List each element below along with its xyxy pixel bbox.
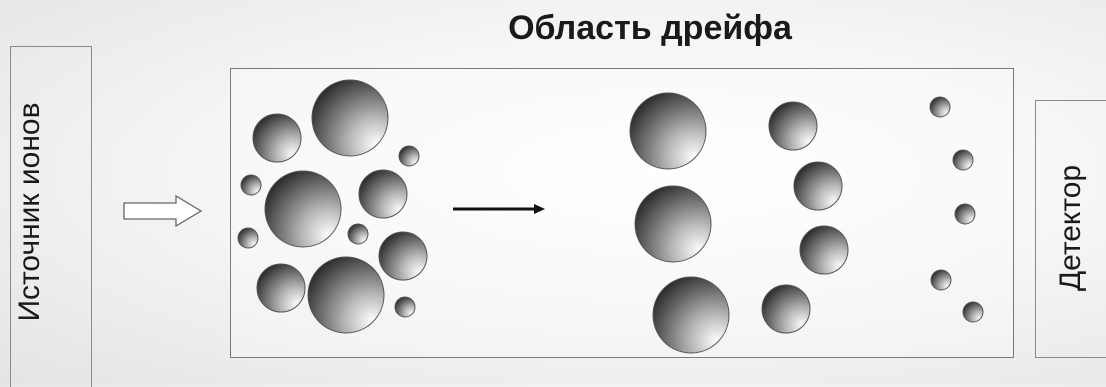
ion xyxy=(264,170,342,248)
ion-source-box xyxy=(10,46,92,387)
ion xyxy=(256,263,306,313)
ion-cloud xyxy=(237,79,428,334)
ion xyxy=(761,284,811,334)
ion xyxy=(793,161,843,211)
ion xyxy=(930,269,952,291)
drift-direction-arrow-icon xyxy=(453,204,545,214)
hollow-arrow-icon xyxy=(123,194,203,228)
ion xyxy=(358,169,408,219)
ion xyxy=(398,145,420,167)
ion xyxy=(962,301,984,323)
ion xyxy=(652,276,730,354)
ion xyxy=(394,296,416,318)
ion xyxy=(307,256,385,334)
ion xyxy=(634,185,712,263)
ion xyxy=(378,231,428,281)
ion-group-small xyxy=(929,96,984,323)
ion xyxy=(799,225,849,275)
ion xyxy=(347,223,369,245)
ion xyxy=(768,101,818,151)
ion xyxy=(252,113,302,163)
ion xyxy=(952,149,974,171)
drift-region-title: Область дрейфа xyxy=(508,9,792,47)
detector-box xyxy=(1035,100,1106,358)
ion-group-medium xyxy=(761,101,849,334)
ion xyxy=(629,92,707,170)
ion xyxy=(311,79,389,157)
ion xyxy=(237,227,259,249)
ion-group-large xyxy=(629,92,730,354)
ion xyxy=(929,96,951,118)
ion xyxy=(954,203,976,225)
ion xyxy=(240,174,262,196)
